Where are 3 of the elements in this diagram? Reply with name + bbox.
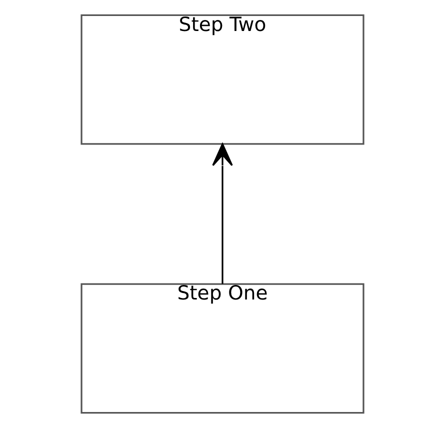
node-box: Step Two xyxy=(80,14,364,145)
arrow xyxy=(212,143,232,284)
node-box: Step One xyxy=(80,283,364,414)
